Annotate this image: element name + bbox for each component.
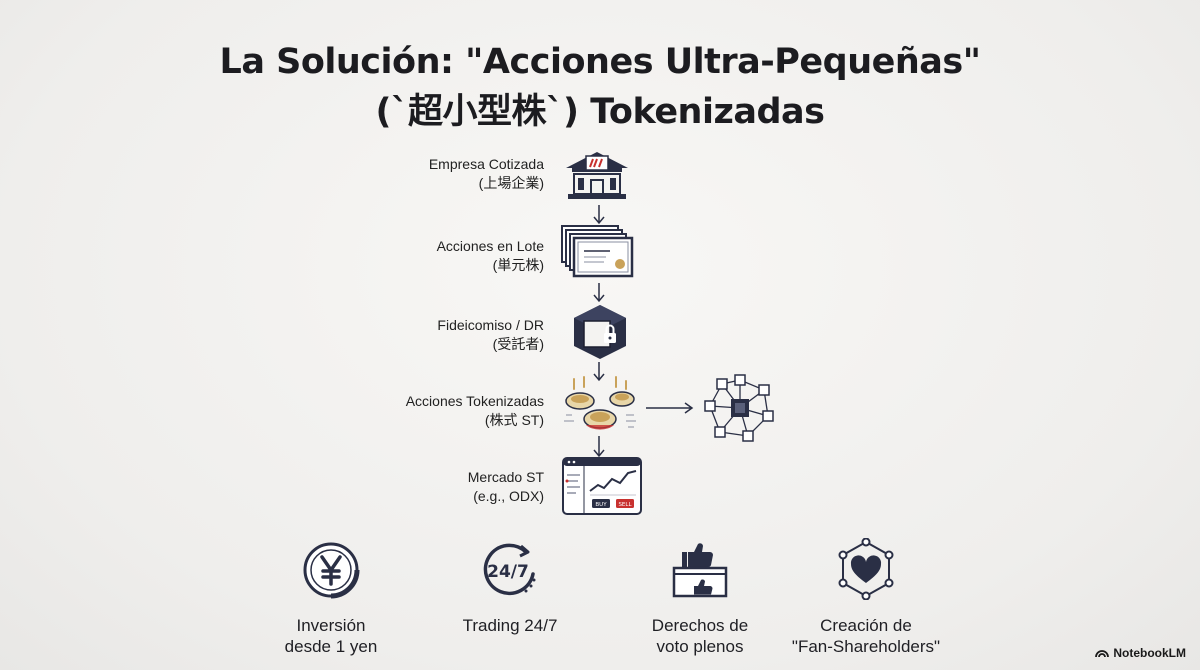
feature-caption: Creación de "Fan-Shareholders" bbox=[766, 615, 966, 657]
page-title-line-2: (`超小型株`) Tokenizadas bbox=[375, 92, 825, 132]
step-subtitle: (株式 ST) bbox=[484, 412, 544, 428]
step-title: Mercado ST bbox=[467, 469, 544, 485]
step-title: Acciones Tokenizadas bbox=[405, 393, 544, 409]
buy-button-label: BUY bbox=[595, 502, 607, 508]
caption-line: desde 1 yen bbox=[284, 637, 378, 656]
blockchain-network-icon bbox=[702, 372, 778, 449]
clock-label: 24/7 bbox=[487, 562, 529, 582]
feature-fan-shareholders: Creación de "Fan-Shareholders" bbox=[766, 537, 966, 657]
notebooklm-brand: NotebookLM bbox=[1095, 646, 1186, 660]
yen-coin-icon bbox=[303, 542, 360, 599]
step-title: Empresa Cotizada bbox=[428, 156, 544, 172]
step-label-batch-shares: Acciones en Lote (単元株) bbox=[284, 237, 544, 275]
step-label-trust: Fideicomiso / DR (受託者) bbox=[284, 316, 544, 354]
caption-line: voto plenos bbox=[656, 637, 744, 656]
feature-full-voting-rights: Derechos de voto plenos bbox=[600, 538, 800, 657]
flow-arrow-down bbox=[593, 205, 605, 225]
stock-certificates-stack-icon bbox=[560, 224, 640, 285]
flow-arrow-down bbox=[593, 283, 605, 303]
step-subtitle: (e.g., ODX) bbox=[473, 488, 544, 504]
heart-network-icon bbox=[838, 537, 894, 601]
caption-line: "Fan-Shareholders" bbox=[791, 637, 941, 656]
trust-lock-cube-icon bbox=[570, 303, 630, 366]
feature-trading-24-7: 24/7 Trading 24/7 bbox=[410, 540, 610, 636]
notebooklm-logo-icon bbox=[1095, 650, 1110, 658]
step-label-st-market: Mercado ST (e.g., ODX) bbox=[284, 468, 544, 506]
sell-button-label: SELL bbox=[618, 502, 632, 508]
flow-arrow-down bbox=[593, 362, 605, 382]
feature-caption: Derechos de voto plenos bbox=[600, 615, 800, 657]
page-title-line-1: La Solución: "Acciones Ultra-Pequeñas" bbox=[219, 42, 981, 82]
step-title: Acciones en Lote bbox=[436, 238, 544, 254]
step-label-listed-company: Empresa Cotizada (上場企業) bbox=[284, 155, 544, 193]
step-title: Fideicomiso / DR bbox=[437, 317, 544, 333]
caption-line: Inversión bbox=[296, 616, 366, 635]
caption-line: Creación de bbox=[820, 616, 912, 635]
step-subtitle: (単元株) bbox=[492, 257, 544, 273]
step-subtitle: (上場企業) bbox=[478, 175, 544, 191]
caption-line: Trading 24/7 bbox=[462, 616, 558, 635]
voting-box-thumbs-up-icon bbox=[672, 543, 728, 598]
step-subtitle: (受託者) bbox=[492, 336, 544, 352]
tokenized-coins-icon bbox=[558, 375, 640, 448]
flow-arrow-right bbox=[646, 402, 694, 414]
feature-caption: Inversión desde 1 yen bbox=[231, 615, 431, 657]
brand-name: NotebookLM bbox=[1113, 646, 1186, 660]
trading-platform-icon: BUY SELL bbox=[562, 457, 642, 520]
feature-investment-from-1-yen: Inversión desde 1 yen bbox=[231, 540, 431, 657]
step-label-tokenized-shares: Acciones Tokenizadas (株式 ST) bbox=[284, 392, 544, 430]
listed-company-building-icon bbox=[562, 148, 632, 207]
clock-24-7-icon: 24/7 bbox=[483, 543, 536, 596]
flow-arrow-down bbox=[593, 436, 605, 458]
feature-caption: Trading 24/7 bbox=[410, 615, 610, 636]
caption-line: Derechos de bbox=[651, 616, 749, 635]
